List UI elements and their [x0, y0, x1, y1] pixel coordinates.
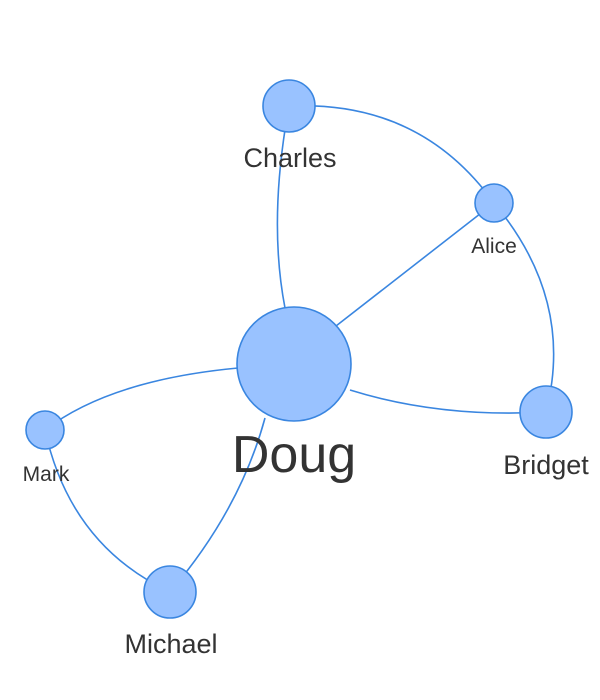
- label-charles: Charles: [243, 143, 336, 173]
- node-alice[interactable]: [474, 183, 514, 223]
- label-bridget: Bridget: [503, 450, 589, 480]
- edge-mark-michael: [44, 429, 171, 593]
- node-charles[interactable]: [262, 79, 316, 133]
- node-michael[interactable]: [143, 565, 197, 619]
- label-mark: Mark: [23, 463, 70, 486]
- edge-doug-charles: [276, 105, 290, 309]
- edges: [44, 104, 555, 593]
- label-doug: Doug: [232, 426, 356, 484]
- edge-doug-alice: [335, 202, 495, 327]
- labels: Doug Charles Alice Bridget Mark Michael: [23, 143, 590, 659]
- edge-charles-alice: [288, 104, 495, 204]
- edge-alice-bridget: [493, 202, 555, 413]
- label-michael: Michael: [124, 629, 217, 659]
- node-bridget[interactable]: [519, 385, 573, 439]
- node-doug[interactable]: [236, 306, 352, 422]
- edge-doug-mark: [44, 367, 239, 431]
- node-mark[interactable]: [25, 410, 65, 450]
- label-alice: Alice: [471, 235, 517, 258]
- edge-doug-bridget: [349, 389, 547, 414]
- nodes: [25, 79, 573, 619]
